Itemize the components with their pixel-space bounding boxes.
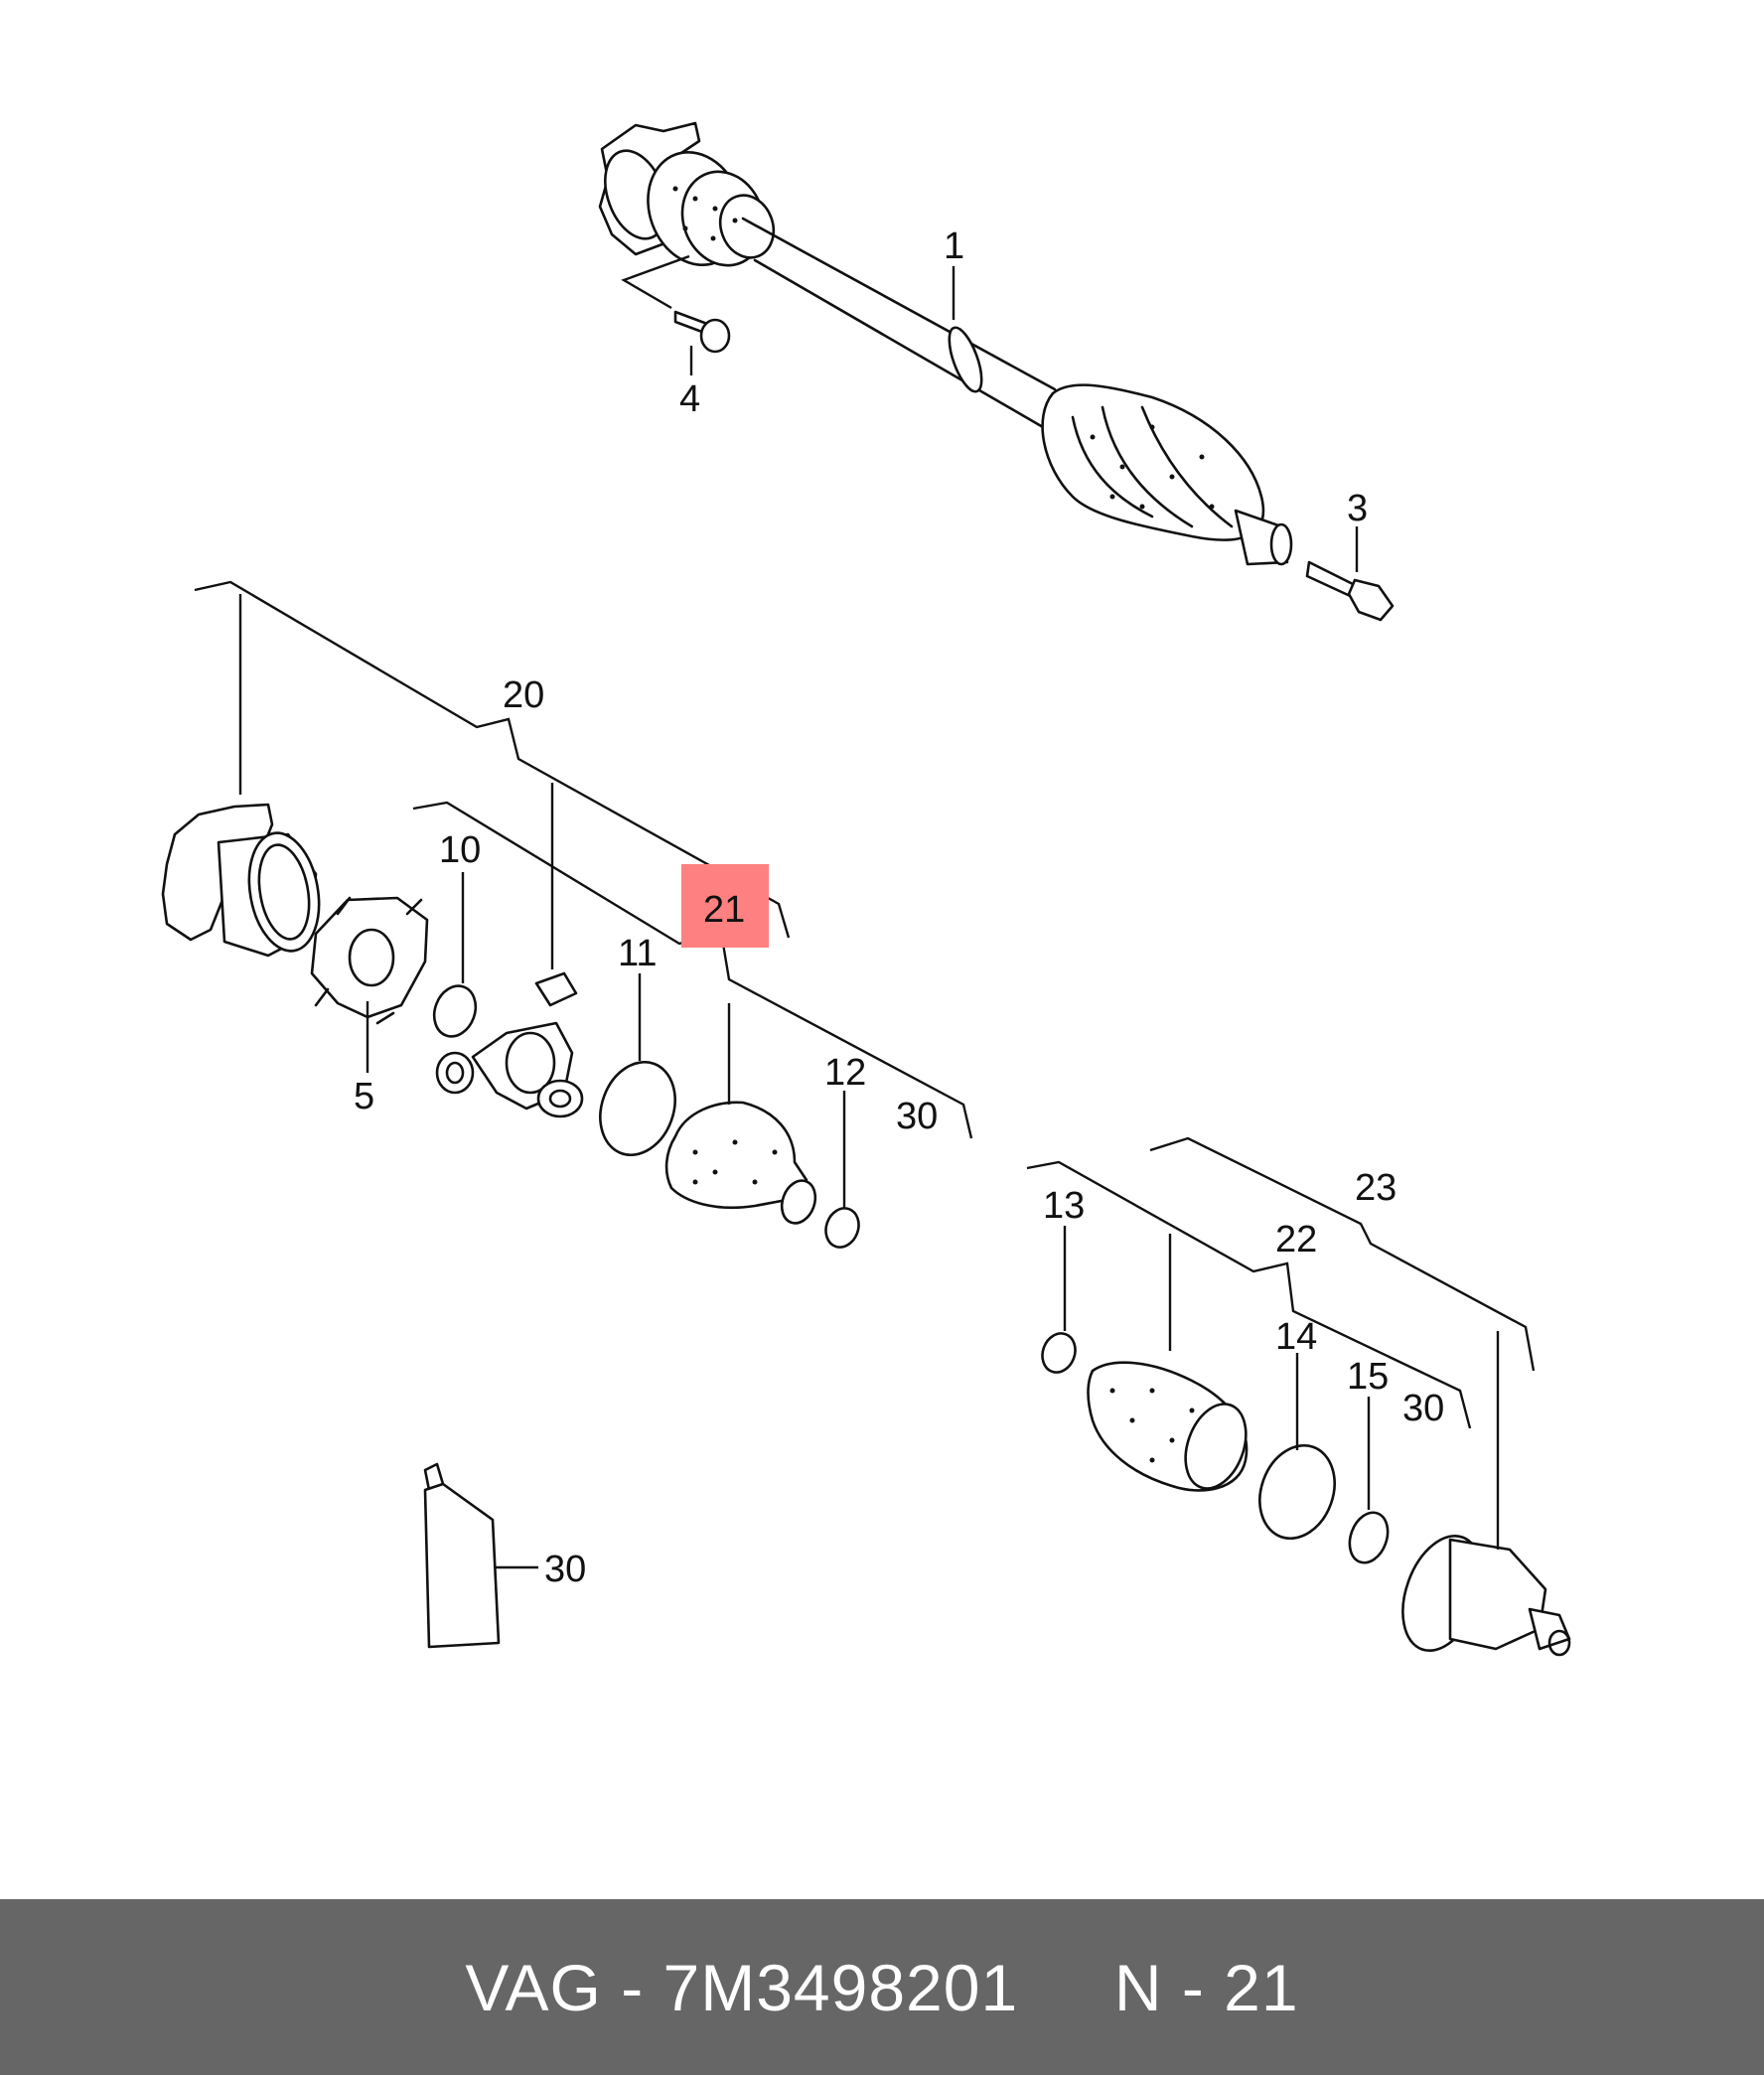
circlip-10 — [432, 984, 478, 1038]
flange-bolt — [673, 310, 731, 354]
leader-lines — [194, 254, 1536, 1569]
callout-30-grease: 30 — [544, 1549, 586, 1590]
outer-cv-joint-23 — [1401, 1534, 1571, 1657]
small-clamp-12 — [824, 1207, 860, 1249]
clamp-14 — [1258, 1443, 1336, 1541]
inner-joint-housing — [161, 803, 321, 958]
callout-1: 1 — [944, 225, 964, 267]
callout-13: 13 — [1043, 1185, 1085, 1227]
grease-tube — [423, 1462, 501, 1649]
callout-15: 15 — [1347, 1356, 1389, 1398]
callout-22: 22 — [1275, 1219, 1317, 1260]
callout-21: 21 — [703, 889, 745, 931]
drive-shaft-assembly — [598, 121, 1293, 566]
hub-bolt — [1305, 560, 1395, 622]
clamp-11 — [599, 1060, 676, 1157]
callout-30-outer: 30 — [1402, 1388, 1444, 1429]
callout-labels: 1 3 4 5 10 11 12 13 14 15 20 21 22 23 30… — [354, 225, 1444, 1590]
outer-boot-22 — [1087, 1361, 1249, 1492]
footer-bar: VAG - 7M3498201 N - 21 — [0, 1899, 1764, 2075]
tripod-roller-set — [435, 971, 584, 1118]
callout-3: 3 — [1347, 488, 1368, 529]
part-number-caption: VAG - 7M3498201 N - 21 — [465, 1950, 1299, 2024]
callout-4: 4 — [679, 378, 700, 420]
callout-5: 5 — [354, 1076, 374, 1117]
callout-30-inner: 30 — [896, 1096, 938, 1137]
callout-14: 14 — [1275, 1316, 1317, 1358]
inner-boot-21 — [664, 1101, 817, 1225]
callout-11: 11 — [618, 933, 657, 974]
callout-10: 10 — [439, 829, 481, 871]
boot-texture-dots — [672, 186, 1215, 510]
callout-12: 12 — [824, 1052, 866, 1094]
exploded-parts-diagram: 1 3 4 5 10 11 12 13 14 15 20 21 22 23 30… — [161, 121, 1571, 1657]
callout-20: 20 — [503, 674, 544, 716]
tripod-spider — [310, 896, 429, 1025]
small-clamp-13 — [1041, 1332, 1077, 1374]
highlight-box — [681, 864, 769, 948]
circlip-15 — [1348, 1511, 1390, 1564]
callout-23: 23 — [1355, 1167, 1396, 1209]
